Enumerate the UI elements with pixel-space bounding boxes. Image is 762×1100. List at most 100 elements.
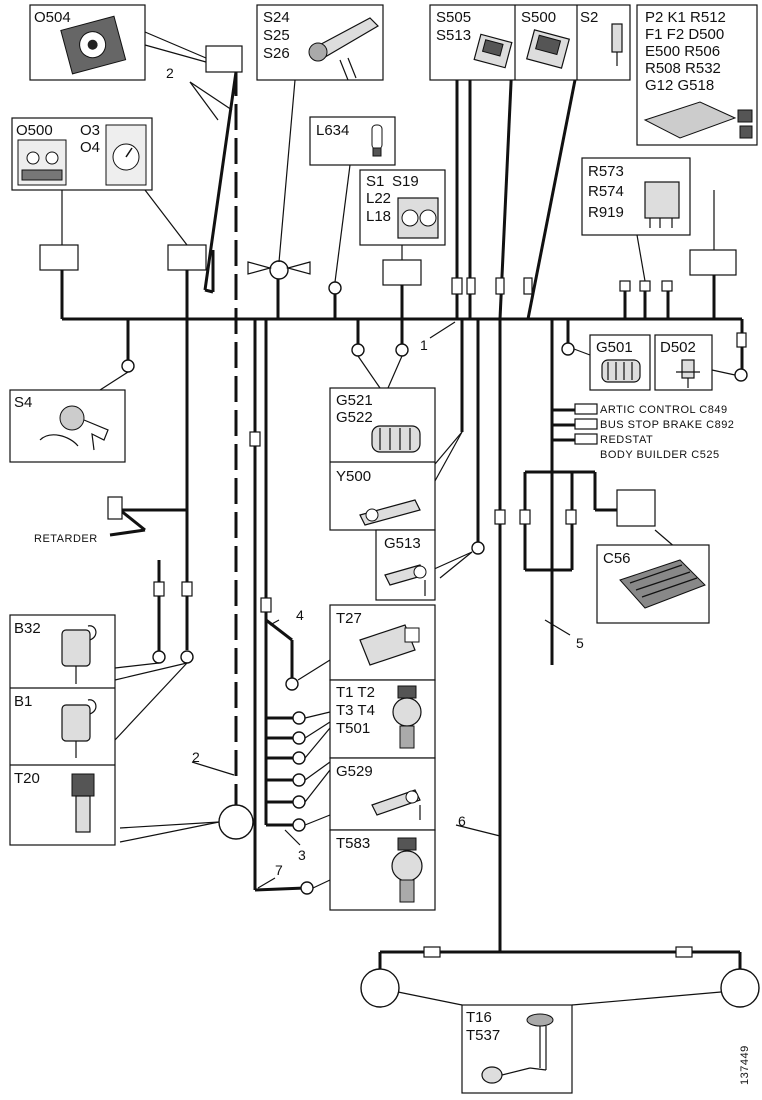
- pressure-sender-icon: [391, 837, 423, 903]
- harness-number: 2: [166, 65, 174, 81]
- label-rel4: R508 R532: [645, 60, 721, 77]
- harness-number: 3: [298, 847, 306, 863]
- rocker-switch-icon: [525, 29, 571, 69]
- label-r573: R573: [588, 163, 624, 180]
- gauge-icon: [105, 124, 147, 186]
- box-d502: D502: [654, 334, 713, 391]
- box-l634: L634: [309, 116, 396, 166]
- box-o504: O504: [29, 4, 146, 81]
- label-body-builder: BODY BUILDER C525: [600, 449, 720, 461]
- inline-connectors: [107, 277, 747, 958]
- pressure-switch-icon: [611, 23, 623, 66]
- control-unit-icon: [619, 559, 706, 609]
- fuel-level-sender-icon: [481, 1013, 554, 1084]
- label-retarder: RETARDER: [34, 533, 98, 545]
- harness-number: 5: [576, 635, 584, 651]
- relay-icon: [644, 181, 680, 228]
- label-s19: S19: [392, 173, 419, 190]
- harness-number: 2: [192, 749, 200, 765]
- junction-boxes: [39, 45, 737, 527]
- box-s24: S24 S25 S26: [256, 4, 384, 81]
- nodes: [121, 260, 760, 1008]
- label-r574: R574: [588, 183, 624, 200]
- label-r919: R919: [588, 204, 624, 221]
- connector-sensor-icon: [359, 624, 420, 666]
- rocker-switch-icon: [473, 33, 513, 69]
- speed-sensor-icon: [384, 564, 427, 596]
- label-o3: O3: [80, 122, 100, 139]
- label-o4: O4: [80, 139, 100, 156]
- temperature-sender-icon: [71, 773, 95, 833]
- tachograph-icon: [60, 15, 127, 75]
- label-s26: S26: [263, 45, 290, 62]
- box-switches: S505 S513 S500 S2: [429, 4, 631, 81]
- label-s2: S2: [580, 9, 598, 26]
- label-l22: L22: [366, 190, 391, 207]
- label-redstat: REDSTAT: [600, 434, 653, 446]
- label-t501: T501: [336, 720, 370, 737]
- fuse-relay-panel-icon: [643, 101, 753, 139]
- label-rel2: F1 F2 D500: [645, 26, 724, 43]
- label-o504: O504: [34, 9, 71, 26]
- label-o500: O500: [16, 122, 53, 139]
- label-s513: S513: [436, 27, 471, 44]
- sensor-ring-icon: [601, 359, 641, 383]
- box-relays: P2 K1 R512 F1 F2 D500 E500 R506 R508 R53…: [636, 4, 758, 146]
- box-t16-t537: T16 T537: [461, 1004, 573, 1094]
- box-t1-t501: T1 T2 T3 T4 T501: [329, 679, 436, 759]
- label-g522: G522: [336, 409, 373, 426]
- label-rel5: G12 G518: [645, 77, 714, 94]
- box-g513: G513: [375, 529, 436, 601]
- label-s4: S4: [14, 394, 32, 411]
- label-s505: S505: [436, 9, 471, 26]
- label-l634: L634: [316, 122, 349, 139]
- label-t27: T27: [336, 610, 362, 627]
- harness-number: 7: [275, 862, 283, 878]
- harness-number: 1: [420, 337, 428, 353]
- box-t27: T27: [329, 604, 436, 681]
- label-s24: S24: [263, 9, 290, 26]
- sensor-icon: [61, 699, 97, 758]
- label-g513: G513: [384, 535, 421, 552]
- sensor-ring-icon: [371, 425, 421, 453]
- diode-icon: [676, 359, 700, 388]
- instrument-panel-icon: [17, 139, 67, 186]
- box-c56: C56: [596, 544, 710, 624]
- box-t583: T583: [329, 829, 436, 911]
- speed-sensor-icon: [371, 789, 421, 820]
- label-artic-control: ARTIC CONTROL C849: [600, 404, 728, 416]
- ignition-key-icon: [39, 405, 109, 451]
- label-t537: T537: [466, 1027, 500, 1044]
- box-s1: S1 S19 L22 L18: [359, 169, 446, 246]
- light-switch-icon: [397, 197, 439, 239]
- box-g529: G529: [329, 757, 436, 831]
- harness-numbers: 2 1 4 2 3 7 6 5: [166, 65, 584, 878]
- box-r573: R573 R574 R919: [581, 157, 691, 236]
- label-bus-stop-brake: BUS STOP BRAKE C892: [600, 419, 734, 431]
- box-g521-y500: G521 G522 Y500: [329, 387, 436, 531]
- label-t16: T16: [466, 1009, 492, 1026]
- figure-number: 137449: [739, 1045, 751, 1085]
- lamp-icon: [371, 124, 383, 157]
- label-t1t2: T1 T2: [336, 684, 375, 701]
- stalk-switch-icon: [308, 17, 379, 81]
- box-s4: S4: [9, 389, 126, 463]
- box-b32-b1-t20: B32 B1 T20: [9, 614, 116, 846]
- label-d502: D502: [660, 339, 696, 356]
- solenoid-valve-icon: [359, 499, 421, 526]
- label-y500: Y500: [336, 468, 371, 485]
- sensor-icon: [61, 625, 97, 684]
- pressure-sender-icon: [392, 685, 422, 749]
- label-s25: S25: [263, 27, 290, 44]
- label-t20: T20: [14, 770, 40, 787]
- label-s500: S500: [521, 9, 556, 26]
- box-g501: G501: [589, 334, 651, 391]
- label-g521: G521: [336, 392, 373, 409]
- harness-number: 4: [296, 607, 304, 623]
- label-l18: L18: [366, 208, 391, 225]
- label-c56: C56: [603, 550, 631, 567]
- label-b1: B1: [14, 693, 32, 710]
- label-b32: B32: [14, 620, 41, 637]
- box-o500: O500 O3 O4: [11, 117, 153, 191]
